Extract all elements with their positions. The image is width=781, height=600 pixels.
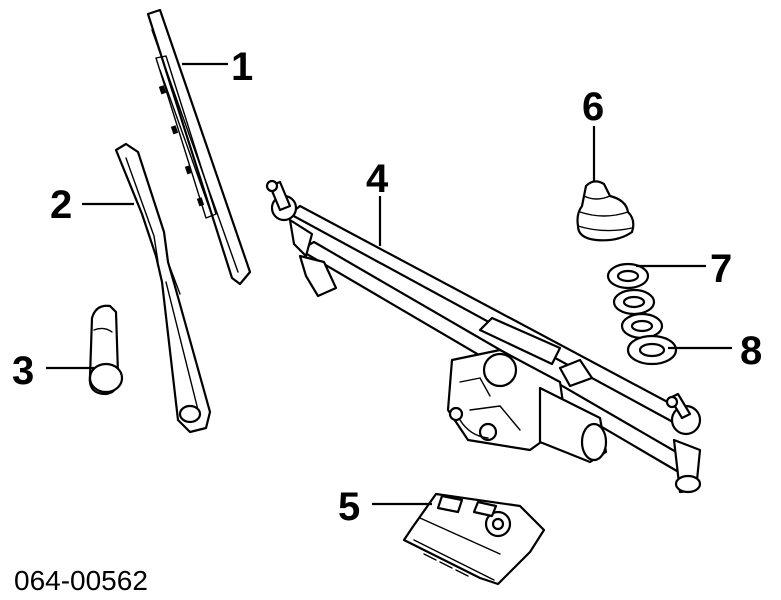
wiper-module: [402, 492, 546, 586]
callout-7: 7: [710, 247, 732, 291]
wiper-arm: [114, 142, 212, 434]
leader-lines: [46, 62, 732, 506]
callout-5: 5: [338, 485, 360, 529]
diagram-part-number: 064-00562: [14, 565, 148, 596]
wiper-blade: [146, 8, 252, 286]
callout-6: 6: [582, 85, 604, 129]
callout-8: 8: [740, 329, 762, 373]
rubber-boot: [576, 180, 635, 242]
callout-1: 1: [231, 45, 253, 89]
arm-cap: [88, 304, 124, 396]
wiper-linkage: [265, 179, 702, 494]
callout-3: 3: [12, 349, 34, 393]
callout-4: 4: [366, 157, 389, 201]
callout-2: 2: [50, 183, 72, 227]
washer-stack: [606, 262, 678, 366]
